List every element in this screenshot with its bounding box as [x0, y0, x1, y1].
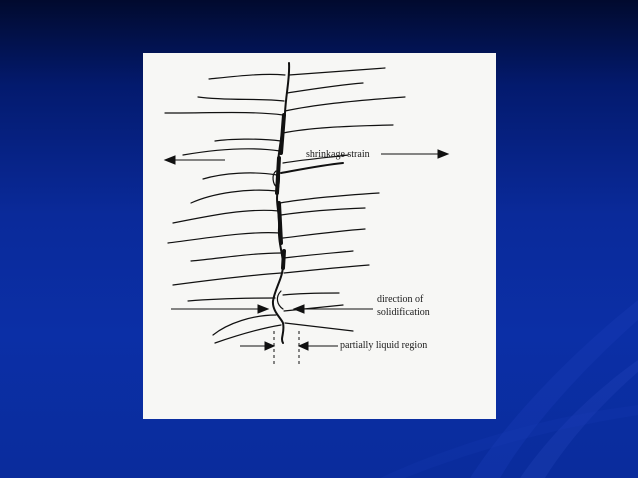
liquid-pocket-2 — [276, 290, 284, 310]
direction-label-line1: direction of — [377, 294, 424, 305]
right-arm-9 — [282, 228, 366, 239]
right-arm-6 — [280, 162, 344, 174]
solidification-arrowhead-left — [257, 304, 270, 314]
left-arm-10 — [190, 252, 282, 262]
right-arm-11 — [283, 264, 370, 274]
left-arm-9 — [167, 232, 281, 244]
crack-thick-segment — [275, 113, 286, 270]
solidification-diagram: shrinkage strain direction of solidifica… — [143, 53, 496, 419]
right-arm-10 — [283, 250, 354, 259]
right-arm-7 — [279, 192, 380, 204]
liquid-region-arrowhead-left — [264, 341, 276, 351]
right-arm-13 — [283, 304, 344, 312]
right-arm-5 — [282, 154, 349, 164]
right-arm-12 — [282, 292, 340, 296]
solidification-arrowhead-right — [292, 304, 305, 314]
liquid-region-arrowhead-right — [297, 341, 309, 351]
left-arm-6 — [202, 172, 278, 180]
left-arm-12 — [187, 297, 276, 302]
left-arm-4 — [214, 138, 282, 142]
left-arm-2 — [197, 96, 285, 102]
liquid-pocket-1 — [272, 170, 278, 188]
left-arm-3 — [164, 111, 284, 116]
dendrite-drawing — [163, 62, 450, 365]
left-arm-1 — [208, 73, 286, 80]
right-arm-4 — [282, 124, 394, 134]
left-arm-8 — [172, 209, 280, 224]
left-arm-5 — [182, 148, 281, 156]
shrinkage-arrowhead-left — [163, 155, 176, 165]
left-arm-14 — [214, 324, 282, 344]
right-arm-3 — [284, 96, 406, 112]
right-arm-8 — [280, 207, 366, 216]
partially-liquid-region-label: partially liquid region — [340, 340, 428, 351]
right-arm-2 — [286, 82, 364, 94]
shrinkage-strain-label: shrinkage strain — [306, 149, 370, 160]
right-arm-1 — [288, 67, 386, 76]
direction-label-line2: solidification — [377, 307, 430, 318]
left-arm-11 — [172, 272, 282, 286]
left-arm-13 — [212, 314, 277, 336]
shrinkage-arrowhead-right — [437, 149, 450, 159]
right-arm-14 — [284, 322, 354, 332]
left-arm-7 — [190, 189, 278, 204]
